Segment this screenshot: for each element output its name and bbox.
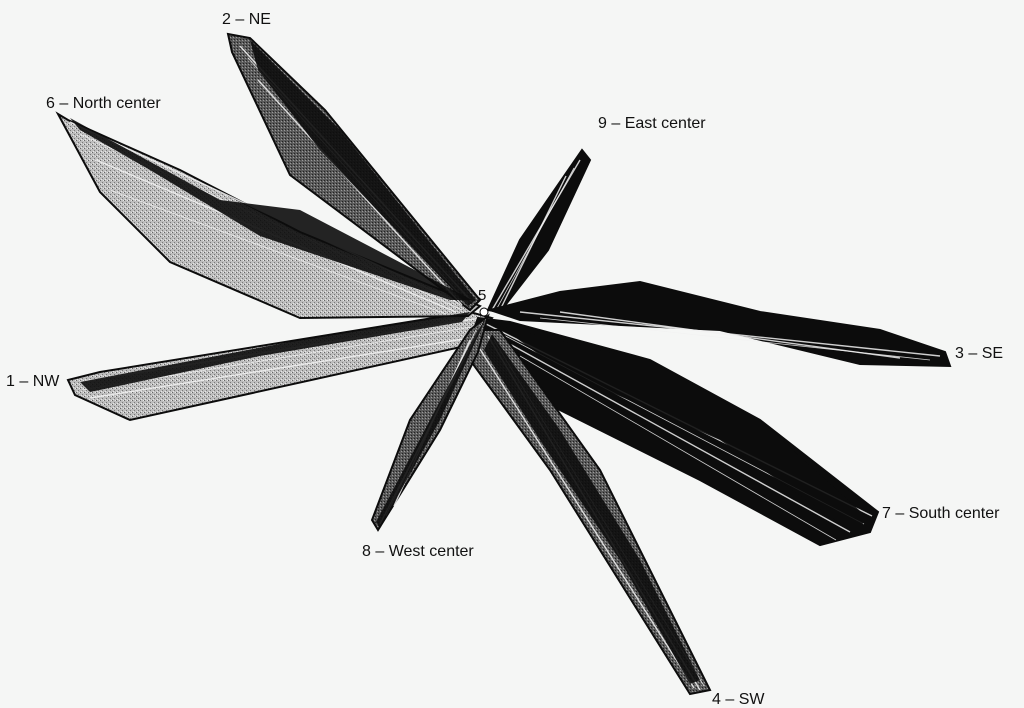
fan-seam-east-center-0 bbox=[492, 160, 580, 310]
fan-label-sw: 4 – SW bbox=[712, 691, 765, 708]
fan-seam-east-center-2 bbox=[500, 176, 566, 310]
center-label: 5 bbox=[478, 287, 486, 304]
fan-label-south-center: 7 – South center bbox=[882, 505, 1000, 522]
fan-label-se: 3 – SE bbox=[955, 345, 1003, 362]
fan-label-ne: 2 – NE bbox=[222, 11, 271, 28]
fan-label-east-center: 9 – East center bbox=[598, 115, 706, 132]
fan-label-north-center: 6 – North center bbox=[46, 95, 161, 112]
fan-bands bbox=[58, 34, 950, 694]
center-point bbox=[480, 308, 488, 316]
fan-label-nw: 1 – NW bbox=[6, 373, 60, 390]
fan-label-west-center: 8 – West center bbox=[362, 543, 474, 560]
